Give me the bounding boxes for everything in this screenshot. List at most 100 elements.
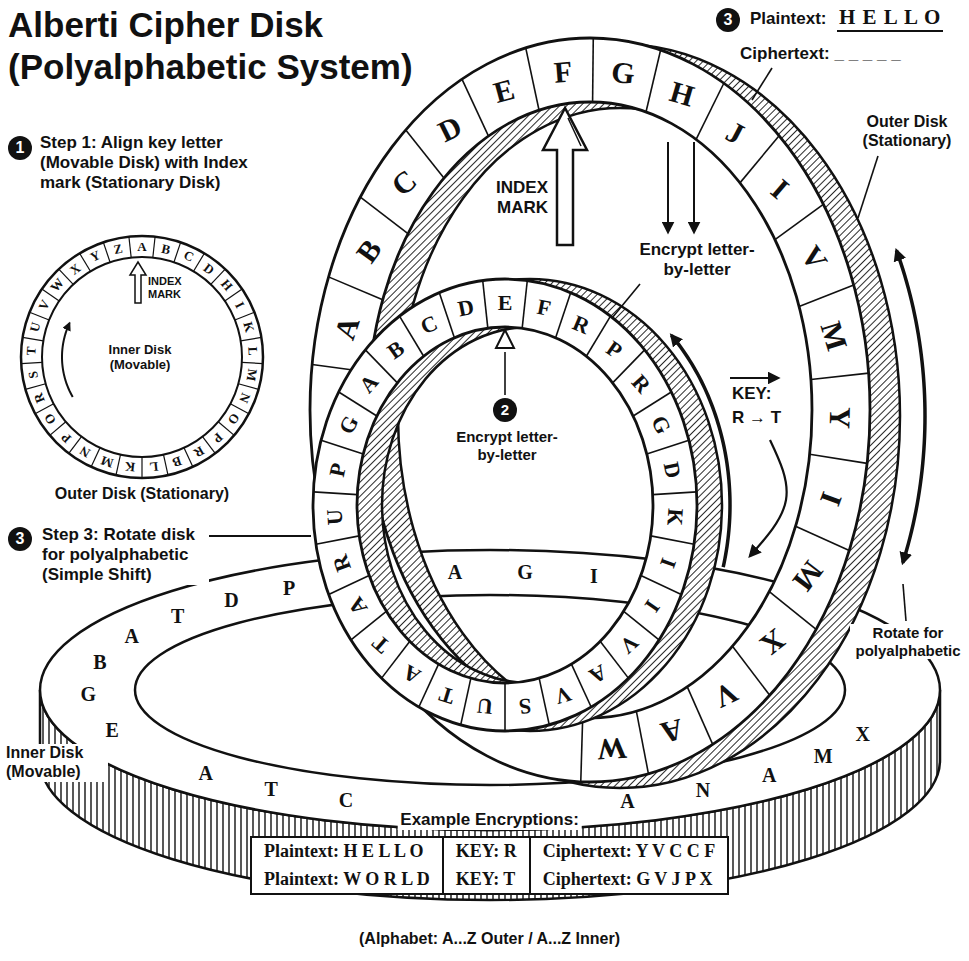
key-label: KEY:	[730, 384, 773, 404]
table-heading: Example Encryptions:	[397, 810, 582, 830]
part-label: INDEX MARK	[482, 178, 550, 218]
annotation: Encrypt letter-by-letter	[445, 428, 569, 463]
part-label: Outer Disk (Stationary)	[0, 485, 304, 503]
ring-cell-line	[462, 79, 489, 136]
ring-cell-line	[651, 536, 694, 544]
ring-cell-line	[235, 312, 255, 320]
cipher-disk: INDEX MARKInner Disk (Movable)Outer Disk…	[20, 235, 264, 479]
ring-cell-line	[103, 242, 110, 262]
leader-line	[504, 352, 506, 395]
ring-letter: G	[517, 562, 533, 582]
ring-cell-line	[184, 448, 193, 467]
ring-cell-line	[556, 293, 571, 338]
ring-letter: K	[663, 507, 686, 526]
ring-cell-line	[153, 237, 155, 258]
ring-cell-line	[687, 687, 712, 745]
index-arrow	[543, 108, 587, 245]
ring-letter: A	[448, 562, 462, 582]
rotation-arrow	[671, 335, 730, 567]
ring-cell-line	[504, 683, 506, 731]
ring-cell-line	[241, 337, 262, 340]
callout-number: 1	[8, 136, 32, 160]
ring-letter: E	[106, 720, 119, 740]
ring-cell-line	[592, 38, 594, 102]
part-label: Outer Disk (Stationary)	[855, 113, 959, 151]
leader-line	[858, 156, 878, 218]
ring-cell-line	[636, 711, 648, 774]
table-cell: Plaintext: W O R L D	[252, 866, 442, 894]
ring-cell-line	[799, 285, 854, 307]
ring-cell-line	[461, 678, 471, 725]
encrypt-arrow	[667, 142, 669, 232]
ring-cell-line	[163, 455, 168, 476]
example-text: H E L L O	[837, 5, 943, 32]
leader-line	[752, 68, 772, 100]
ring-cell-line	[439, 293, 454, 338]
ring-cell-line	[238, 384, 258, 390]
ring-cell-line	[316, 536, 359, 544]
encrypt-arrow	[693, 142, 695, 232]
leader-line	[205, 535, 311, 537]
ring-letter: T	[264, 779, 277, 799]
ring-letter: S	[518, 694, 532, 717]
ring-cell-line	[646, 50, 661, 112]
ring-cell-line	[539, 678, 549, 725]
ring-letter: T	[24, 346, 37, 355]
step-note: Step 1: Align key letter (Movable Disk) …	[38, 133, 257, 193]
ring-cell-line	[732, 646, 769, 695]
ring-letter: L	[149, 460, 159, 474]
ring-cell-line	[696, 83, 724, 139]
ring-cell-line	[141, 457, 142, 478]
ring-letter: M	[244, 368, 259, 382]
ring-letter: C	[339, 790, 353, 810]
rotation-arrow	[896, 250, 925, 563]
rotation-arrow	[62, 323, 73, 397]
ring-letter: W	[596, 733, 628, 765]
ring-cell-line	[522, 281, 527, 329]
ring-cell-line	[811, 373, 869, 379]
ring-letter: I	[590, 566, 598, 586]
key-arrow	[730, 377, 778, 379]
annotation: Encrypt letter-by-letter	[625, 240, 769, 280]
ring-letter: A	[198, 763, 212, 783]
ring-cell-line	[329, 576, 369, 595]
example-label: Plaintext:	[748, 9, 829, 29]
ring-letter: U	[324, 508, 347, 525]
example-table: Example Encryptions:Plaintext: H E L L O…	[250, 836, 729, 895]
part-label: INDEX MARK	[148, 275, 194, 300]
ring-letter: F	[552, 56, 573, 87]
ring-cell-line	[23, 337, 44, 340]
ring-cell-line	[30, 312, 50, 320]
ring-cell-line	[581, 718, 583, 782]
ring-cell-line	[116, 455, 121, 476]
annotation: Rotate for polyalphabetic	[850, 624, 966, 659]
disk-rim	[21, 236, 263, 478]
ring-letter: Y	[825, 406, 856, 429]
ring-letter: E	[498, 292, 513, 314]
footnote: (Alphabet: A...Z Outer / A...Z Inner)	[357, 930, 622, 949]
ring-cell-line	[653, 492, 697, 495]
ring-cell-line	[406, 130, 444, 178]
key-arrow	[750, 440, 787, 556]
part-label: Inner Disk (Movable)	[95, 343, 185, 373]
ring-letter: A	[762, 765, 776, 785]
index-arrow	[130, 262, 146, 303]
leader-line	[903, 584, 906, 621]
step-note: Step 3: Rotate disk for polyalphabetic (…	[40, 525, 209, 585]
ring-letter: M	[814, 746, 833, 766]
ring-cell-line	[360, 197, 408, 234]
ring-letter: T	[171, 606, 184, 626]
ring-cell-line	[647, 440, 689, 454]
table-cell: Ciphertext: G V J P X	[529, 866, 727, 894]
ring-letter: P	[283, 578, 295, 598]
ring-letter: G	[610, 57, 636, 89]
ring-cell-line	[129, 237, 131, 258]
outer-ring-face	[310, 38, 870, 782]
ring-letter: A	[125, 626, 139, 646]
part-label: Inner Disk (Movable)	[4, 744, 108, 782]
ring-cell-line	[641, 576, 681, 595]
ring-letter: A	[137, 240, 146, 253]
ring-cell-line	[740, 136, 779, 183]
ring-cell-line	[796, 526, 850, 550]
